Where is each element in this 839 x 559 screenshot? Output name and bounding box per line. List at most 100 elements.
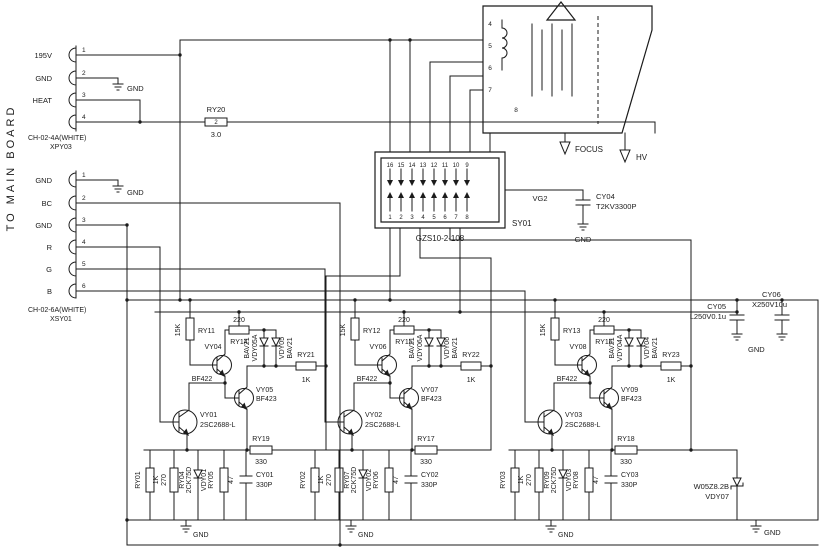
- diode-part-label: BAV21: [609, 337, 616, 358]
- resistor-mark: 2: [214, 120, 218, 126]
- resistor-ref-label: RY08: [573, 471, 580, 488]
- resistor-ref-label: RY13: [563, 328, 580, 335]
- resistor-value-label: 3.0: [211, 130, 221, 139]
- socket-pin-number: 4: [421, 215, 425, 221]
- gnd-label: GND: [764, 528, 781, 537]
- resistor-ref-label: RY14: [230, 339, 247, 346]
- transistor-ref-label: VY09: [621, 387, 638, 394]
- connector-part-label: CH-02-6A(WHITE): [28, 307, 86, 314]
- gnd-label: GND: [127, 188, 144, 197]
- pin-label: BC: [42, 199, 53, 208]
- gnd-label: GND: [575, 235, 592, 244]
- pin-number: 2: [82, 195, 86, 202]
- socket-pin-number: 13: [420, 163, 427, 169]
- crt-pin-number: 5: [488, 43, 492, 50]
- transistor-part-label: BF423: [621, 396, 642, 403]
- crt-pin-number: 4: [488, 21, 492, 28]
- capacitor-value-label: 330P: [421, 482, 438, 489]
- channel-wires: [143, 299, 327, 533]
- focus-label: FOCUS: [575, 145, 603, 154]
- socket-ref-label: SY01: [512, 219, 532, 228]
- gnd-label: GND: [358, 532, 374, 539]
- pin-number: 4: [82, 239, 86, 246]
- resistor-value-label: 1K: [153, 475, 160, 484]
- diode-ref-label: VDY07: [705, 492, 729, 501]
- capacitor-value-label: X250V10u: [752, 300, 787, 309]
- wires: [87, 39, 819, 546]
- gnd-label: GND: [558, 532, 574, 539]
- transistor-ref-label: VY01: [200, 412, 217, 419]
- socket-box: [374, 151, 506, 229]
- capacitor-value-label: L250V0.1u: [690, 312, 726, 321]
- channel-components: [510, 317, 682, 493]
- socket-pin-number: 3: [410, 215, 414, 221]
- transistor-ref-label: VY04: [204, 344, 221, 351]
- resistor-value-label: 330: [420, 459, 432, 466]
- connector-ref-label: XPY03: [50, 144, 72, 151]
- resistor-ref-label: RY15: [395, 339, 412, 346]
- crt-pin-number: 7: [488, 87, 492, 94]
- pin-label: HEAT: [33, 96, 53, 105]
- resistor-ref-label: RY05: [208, 471, 215, 488]
- resistor-ref-label: RY04: [179, 471, 186, 488]
- diode-ref-label: VDY06A: [417, 334, 424, 361]
- socket-part-label: GZS10-2-108: [416, 234, 465, 243]
- capacitor-value-label: 330P: [621, 482, 638, 489]
- pin-number: 6: [82, 283, 86, 290]
- channel-wires: [508, 299, 692, 533]
- pin-number: 3: [82, 92, 86, 99]
- resistor-value-label: 220: [233, 317, 245, 324]
- crt-pin-number: 8: [514, 107, 518, 114]
- crt-box: [482, 1, 653, 134]
- junctions-and-arrowheads: [125, 38, 784, 547]
- transistor-part-label: BF423: [256, 396, 277, 403]
- resistor-value-label: 47: [393, 476, 400, 484]
- transistor-part-label: BF422: [192, 376, 213, 383]
- capacitor-ref-label: CY06: [762, 290, 781, 299]
- gnd-label: GND: [748, 345, 765, 354]
- socket-pin-number: 1: [388, 215, 392, 221]
- capacitor-ref-label: CY04: [596, 192, 615, 201]
- channel-wires: [308, 299, 492, 533]
- diode-ref-label: VDY04: [644, 337, 651, 359]
- transistor-part-label: BF422: [557, 376, 578, 383]
- hv-label: HV: [636, 153, 648, 162]
- resistor-ref-label: RY23: [662, 352, 679, 359]
- socket-pin-number: 12: [431, 163, 438, 169]
- socket-pin-number: 2: [399, 215, 403, 221]
- transistor-ref-label: VY06: [369, 344, 386, 351]
- connector-ref-label: XSY01: [50, 316, 72, 323]
- resistor-value-label: 1K: [518, 475, 525, 484]
- capacitor-value-label: 330P: [256, 482, 273, 489]
- capacitor-ref-label: CY03: [621, 472, 639, 479]
- pin-number: 1: [82, 47, 86, 54]
- socket-pin-number: 11: [442, 163, 449, 169]
- diode-part-label: BAV21: [287, 337, 294, 358]
- pin-label: G: [46, 265, 52, 274]
- socket-pin-number: 7: [454, 215, 458, 221]
- pin-number: 4: [82, 114, 86, 121]
- resistor-ref-label: RY07: [344, 471, 351, 488]
- resistor-value-label: 220: [598, 317, 610, 324]
- capacitor-ref-label: CY01: [256, 472, 274, 479]
- transistor-ref-label: VY02: [365, 412, 382, 419]
- resistor-value-label: 15K: [540, 323, 547, 336]
- resistor-value-label: 1K: [302, 377, 311, 384]
- diode-ref-label: VDY02: [366, 469, 373, 491]
- resistor-value-label: 47: [228, 476, 235, 484]
- resistor-ref-label: RY06: [373, 471, 380, 488]
- socket-pin-number: 15: [398, 163, 405, 169]
- socket-pin-number: 10: [453, 163, 460, 169]
- transistor-part-label: 2SC2688-L: [200, 422, 236, 429]
- transistor-ref-label: VY07: [421, 387, 438, 394]
- diode-ref-label: VDY04A: [617, 334, 624, 361]
- resistor-value-label: 330: [255, 459, 267, 466]
- socket-pin-number: 6: [443, 215, 447, 221]
- resistor-ref-label: RY12: [363, 328, 380, 335]
- socket-pin-number: 9: [465, 163, 469, 169]
- diode-ref-label: VDY05A: [252, 334, 259, 361]
- capacitor-ref-label: CY02: [421, 472, 439, 479]
- resistor-value-label: 1K: [467, 377, 476, 384]
